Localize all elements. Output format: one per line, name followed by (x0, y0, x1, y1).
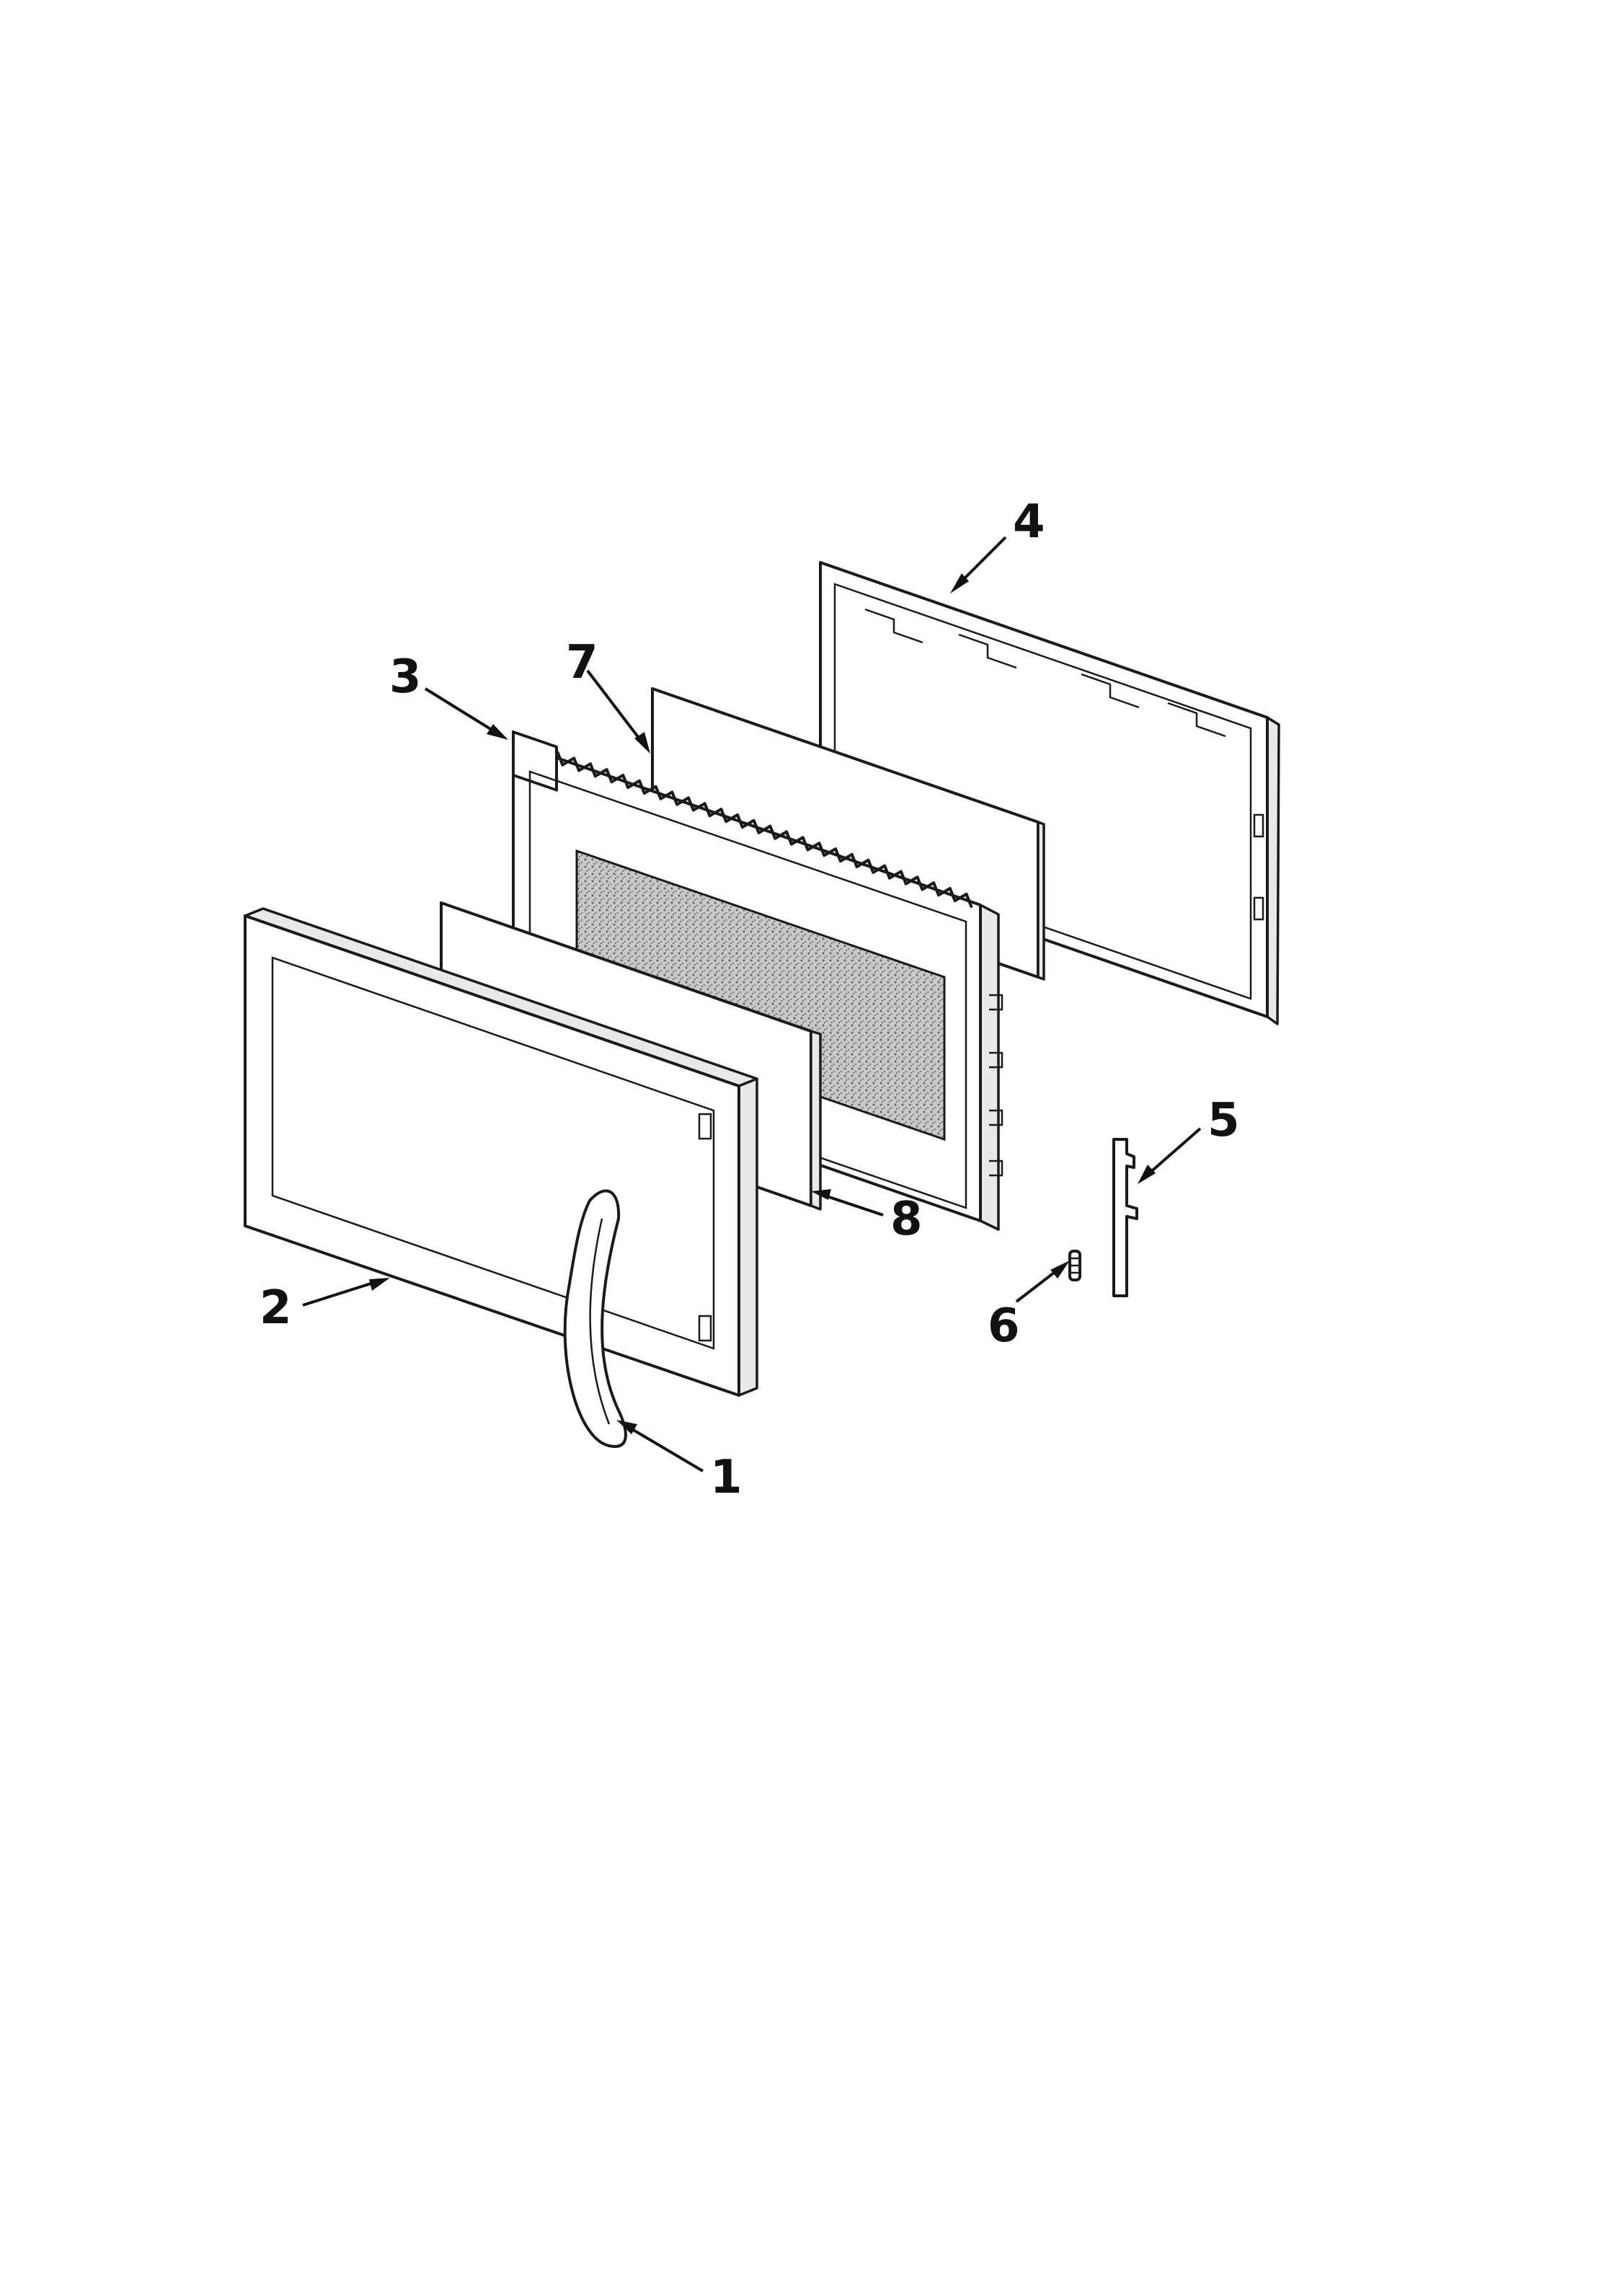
callout-5: 5 (1207, 1094, 1240, 1147)
part-4-door-back-frame (819, 561, 1280, 1025)
callout-6: 6 (988, 1299, 1020, 1353)
part-5-door-latch (1112, 1138, 1138, 1297)
callout-1: 1 (710, 1451, 743, 1504)
part-2-outer-door-frame (244, 907, 758, 1397)
callout-7: 7 (566, 636, 598, 689)
part-6-latch-spring (1068, 1250, 1081, 1281)
part-1-door-handle (563, 1189, 627, 1448)
leader-arrows (302, 536, 1202, 1472)
callout-4: 4 (1013, 495, 1045, 549)
part-3-inner-door-panel (512, 730, 1003, 1231)
callout-2: 2 (260, 1281, 292, 1335)
callout-8: 8 (890, 1193, 923, 1246)
callout-3: 3 (389, 650, 422, 704)
